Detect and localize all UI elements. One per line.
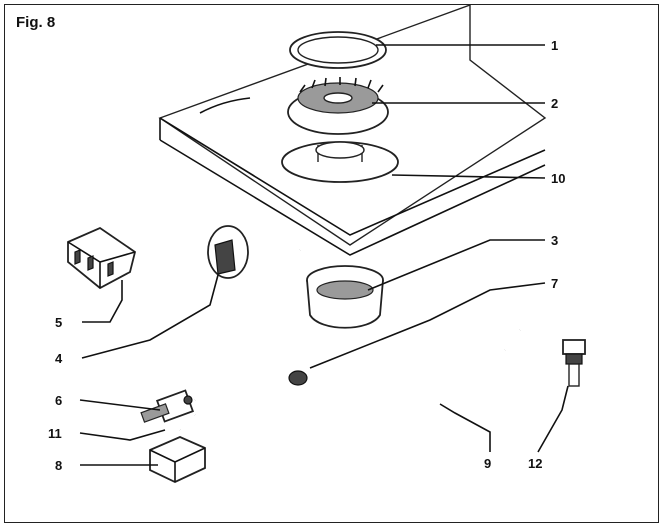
burner-cap bbox=[289, 31, 387, 69]
callout-6: 6 bbox=[55, 393, 62, 408]
callout-5: 5 bbox=[55, 315, 62, 330]
callout-8: 8 bbox=[55, 458, 62, 473]
burner-cup bbox=[306, 265, 384, 329]
callout-9: 9 bbox=[484, 456, 491, 471]
burner-crown bbox=[287, 77, 389, 135]
callout-12: 12 bbox=[528, 456, 542, 471]
figure-title: Fig. 8 bbox=[16, 14, 56, 31]
callout-4: 4 bbox=[55, 351, 63, 366]
callout-10: 10 bbox=[551, 171, 565, 186]
callout-1: 1 bbox=[551, 38, 558, 53]
gas-valve bbox=[140, 389, 195, 423]
hose-fitting bbox=[562, 339, 586, 387]
callout-labels: 1 2 10 3 5 7 4 6 11 8 9 12 bbox=[48, 38, 565, 473]
callout-11: 11 bbox=[48, 426, 62, 441]
burner-base bbox=[281, 141, 399, 183]
mounting-clip bbox=[149, 436, 206, 483]
thermocouple-line bbox=[194, 343, 315, 402]
ignition-module bbox=[67, 226, 137, 290]
leader-lines bbox=[79, 44, 569, 466]
callout-2: 2 bbox=[551, 96, 558, 111]
control-knob bbox=[207, 225, 249, 279]
callout-7: 7 bbox=[551, 276, 558, 291]
callout-3: 3 bbox=[551, 233, 558, 248]
